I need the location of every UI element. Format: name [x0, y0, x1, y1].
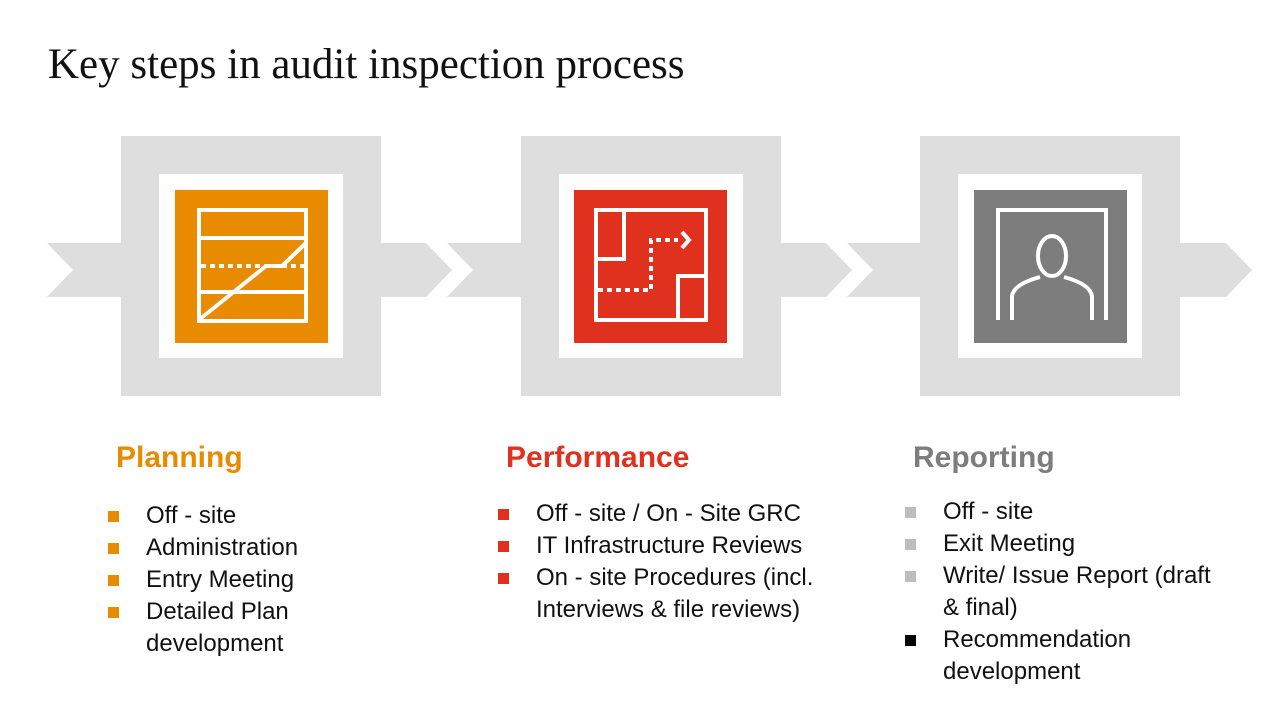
- step-heading-planning: Planning: [116, 441, 243, 474]
- list-item: Write/ Issue Report (draft & final): [905, 560, 1213, 624]
- bullet-icon: [108, 575, 119, 586]
- planning-list: Off - site Administration Entry Meeting …: [108, 500, 326, 660]
- bullet-icon: [905, 539, 916, 550]
- floorplan-route-icon: [574, 190, 727, 343]
- process-flow: [47, 136, 1252, 396]
- bullet-icon: [498, 509, 509, 520]
- list-item: Exit Meeting: [905, 528, 1213, 560]
- bullet-icon: [498, 541, 509, 552]
- step-heading-reporting: Reporting: [913, 441, 1055, 474]
- reporting-list: Off - site Exit Meeting Write/ Issue Rep…: [905, 496, 1213, 688]
- step-planning: Planning Off - site Administration Entry…: [108, 438, 326, 660]
- person-icon: [974, 190, 1127, 343]
- bullet-icon: [905, 507, 916, 518]
- list-item: On - site Procedures (incl. Interviews &…: [498, 562, 856, 626]
- step-reporting: Reporting Off - site Exit Meeting Write/…: [905, 438, 1213, 688]
- bullet-icon: [905, 571, 916, 582]
- list-item: Off - site / On - Site GRC: [498, 498, 856, 530]
- step-performance: Performance Off - site / On - Site GRC I…: [498, 438, 856, 626]
- list-item: Off - site: [905, 496, 1213, 528]
- list-item: IT Infrastructure Reviews: [498, 530, 856, 562]
- planning-chart-icon: [175, 190, 328, 343]
- list-item: Administration: [108, 532, 326, 564]
- list-item: Recommendation development: [905, 624, 1193, 688]
- bullet-icon: [108, 543, 119, 554]
- step-heading-performance: Performance: [506, 441, 690, 474]
- page-title: Key steps in audit inspection process: [48, 41, 685, 88]
- list-item: Off - site: [108, 500, 326, 532]
- performance-list: Off - site / On - Site GRC IT Infrastruc…: [498, 498, 856, 626]
- bullet-icon: [498, 573, 509, 584]
- bullet-icon: [108, 607, 119, 618]
- list-item: Entry Meeting: [108, 564, 326, 596]
- bullet-icon: [905, 635, 916, 646]
- bullet-icon: [108, 511, 119, 522]
- list-item: Detailed Plan development: [108, 596, 326, 660]
